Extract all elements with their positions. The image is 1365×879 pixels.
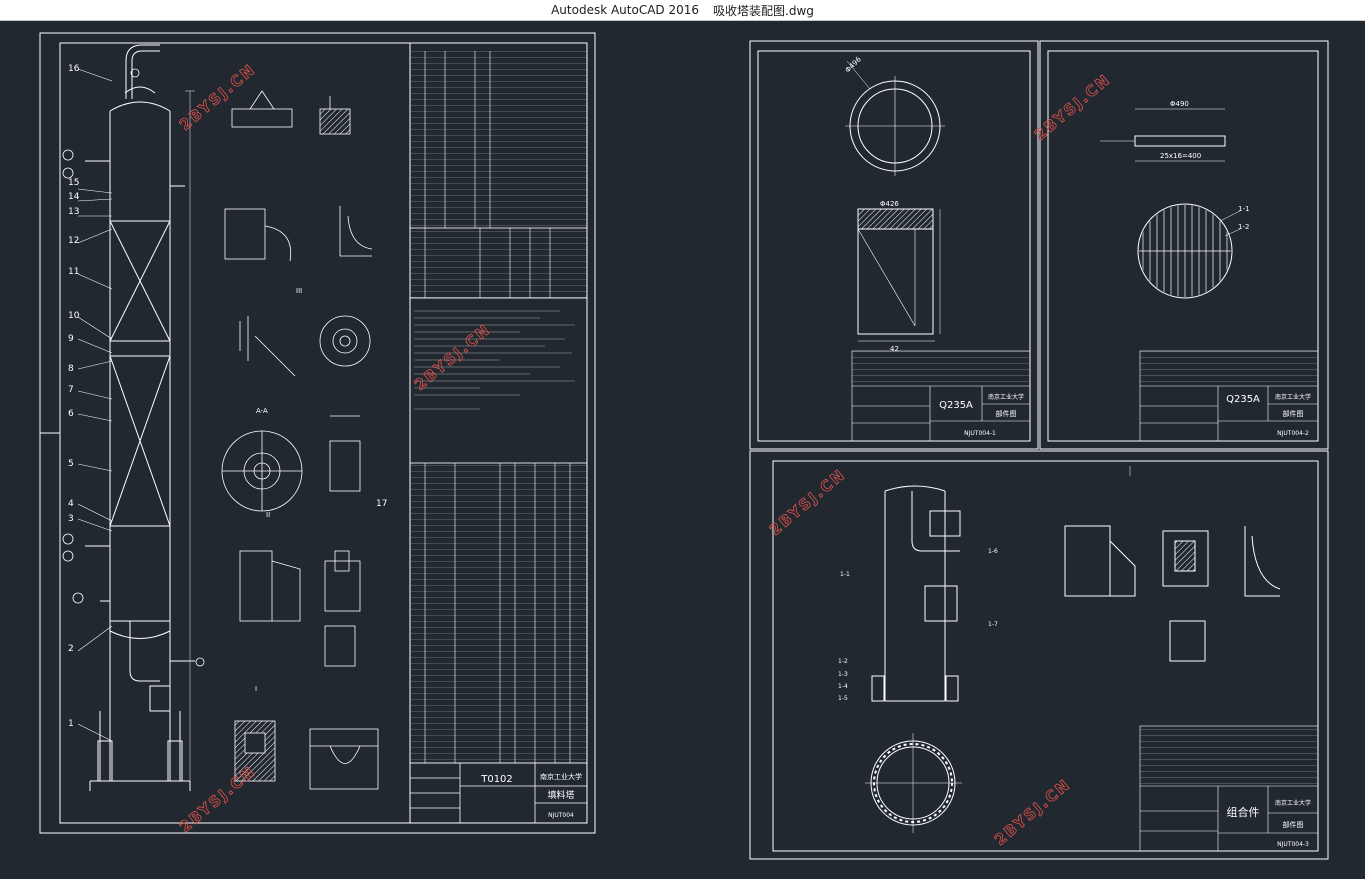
sheet3-title-block [1139, 350, 1319, 442]
sheet1-title-block [409, 762, 588, 824]
sheet2-dim: Φ496 [844, 55, 863, 74]
section-label: I [255, 685, 257, 693]
sheet2-code: NJUT004-1 [964, 430, 996, 437]
section-label: II [266, 511, 270, 519]
drawing-canvas[interactable]: 16 15 14 13 12 11 10 9 8 7 6 5 4 3 2 1 1… [0, 21, 1365, 879]
sheet4-school: 南京工业大学 [1275, 799, 1311, 807]
sheet4-label: 1-2 [838, 658, 848, 665]
detail-views [221, 90, 379, 790]
watermark: 2BYSJ.CN [411, 320, 494, 394]
watermark: 2BYSJ.CN [991, 775, 1074, 849]
sheet3-dim: 25x16=400 [1160, 152, 1201, 160]
sheet4-subtitle: 部件图 [1283, 820, 1304, 829]
sheet2-dim: 42 [890, 345, 899, 353]
sheet3-outer-border [1039, 40, 1329, 450]
nozzle-markers [62, 68, 205, 667]
window-title-bar: Autodesk AutoCAD 2016 吸收塔装配图.dwg [0, 0, 1365, 21]
part-label: 10 [68, 311, 80, 321]
sheet4-inner-border [772, 460, 1319, 852]
sheet4-label: 1-4 [838, 683, 848, 690]
part-label: 17 [376, 499, 387, 509]
sheet2-title-block [851, 350, 1031, 442]
sheet1-title: 填料塔 [547, 789, 574, 801]
part-leaders [77, 68, 113, 742]
part-label: 8 [68, 364, 74, 374]
part-label: 5 [68, 459, 74, 469]
section-label: A-A [256, 407, 268, 415]
grid-top-view [1137, 203, 1233, 299]
sheet4-label: 1-3 [838, 671, 848, 678]
sheet4-title-block [1139, 725, 1319, 852]
part-label: 9 [68, 334, 74, 344]
sheet2-dim: Φ426 [880, 200, 899, 208]
sheet3-label: 1-2 [1238, 223, 1249, 231]
watermark: 2BYSJ.CN [176, 762, 259, 836]
sheet3-label: 1-1 [1238, 205, 1249, 213]
sheet1-drawing-no: T0102 [480, 774, 513, 785]
part-label: 12 [68, 236, 79, 246]
sheet-part-1[interactable]: Φ496 Φ426 42 Q235A 南京工业大学 部件图 NJUT004-1 [749, 40, 1039, 450]
sheet3-code: NJUT004-2 [1277, 430, 1309, 437]
sheet3-school: 南京工业大学 [1275, 393, 1311, 401]
part-label: 3 [68, 514, 74, 524]
sheet4-label: 1-6 [988, 548, 998, 555]
sheet4-label: 1-1 [840, 571, 850, 578]
sheet4-code: NJUT004-3 [1277, 841, 1309, 848]
part-label: 2 [68, 644, 74, 654]
watermark: 2BYSJ.CN [766, 465, 849, 539]
sheet4-label: 1-7 [988, 621, 998, 628]
part-label: 1 [68, 719, 74, 729]
sheet1-code: NJUT004 [548, 812, 574, 819]
sheet-assembly[interactable]: 16 15 14 13 12 11 10 9 8 7 6 5 4 3 2 1 1… [39, 32, 596, 834]
part-label: 16 [68, 64, 80, 74]
sheet2-outer-border [749, 40, 1039, 450]
part-label: 11 [68, 267, 79, 277]
sheet-combined-part[interactable]: 1-1 1-2 1-3 1-4 1-5 1-6 1-7 组合件 南京工业大学 部… [749, 450, 1329, 860]
watermark: 2BYSJ.CN [176, 60, 259, 134]
sheet2-title: 部件图 [996, 409, 1017, 418]
part-label: 13 [68, 207, 79, 217]
grid-side-view [1134, 135, 1226, 147]
sheet3-dim: Φ490 [1170, 100, 1189, 108]
sheet1-school: 南京工业大学 [540, 772, 582, 781]
part-label: 4 [68, 499, 74, 509]
sheet2-school: 南京工业大学 [988, 393, 1024, 401]
part-label: 7 [68, 385, 74, 395]
sheet-part-2[interactable]: Φ490 25x16=400 1-1 1-2 Q235A 南京工业大学 部件图 … [1039, 40, 1329, 450]
app-name: Autodesk AutoCAD 2016 [551, 3, 700, 17]
part-label: 14 [68, 192, 80, 202]
part-label: 15 [68, 178, 79, 188]
watermark: 2BYSJ.CN [1031, 70, 1114, 144]
watermarks: 2BYSJ.CN 2BYSJ.CN 2BYSJ.CN 2BYSJ.CN 2BYS… [176, 60, 1115, 850]
sheet2-material: Q235A [939, 400, 973, 411]
tower-column [85, 44, 195, 791]
sheet3-material: Q235A [1226, 394, 1260, 405]
sheet4-title: 组合件 [1227, 805, 1260, 819]
file-name: 吸收塔装配图.dwg [713, 3, 814, 18]
sheet3-title: 部件图 [1283, 409, 1304, 418]
sheet4-label: 1-5 [838, 695, 848, 702]
part-label: 6 [68, 409, 74, 419]
section-label: III [296, 287, 302, 295]
sheet4-outer-border [749, 450, 1329, 860]
